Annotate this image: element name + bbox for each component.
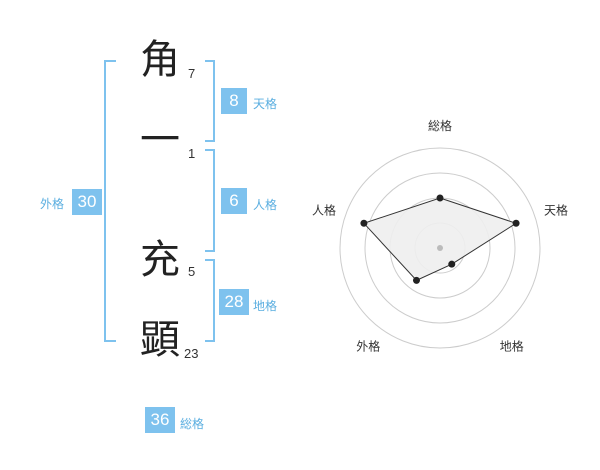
chikaku-label: 地格 [253,299,278,313]
stroke-count-4: 23 [184,346,199,361]
jinkaku-bracket [205,149,215,252]
jinkaku-label: 人格 [253,198,278,212]
jinkaku-value: 6 [221,188,247,214]
tenkaku-bracket [205,60,215,142]
radar-ring-4 [339,147,541,349]
radar-axis-label-2: 天格 [544,202,568,217]
gaikaku-label: 外格 [40,197,65,211]
radar-axis-label-4: 外格 [356,339,380,354]
radar-point-2 [512,219,520,227]
soukaku-label: 総格 [180,417,205,431]
chikaku-value: 28 [219,289,249,315]
name-char-2: 一 [140,117,180,163]
stroke-count-3: 5 [188,264,196,279]
radar-axis-label-5: 人格 [312,202,336,217]
name-char-3: 充 [140,237,180,283]
radar-ring-3 [364,172,516,324]
radar-point-3 [448,260,456,268]
radar-point-4 [412,276,420,284]
stroke-count-2: 1 [188,146,196,161]
radar-axis-label-1: 総格 [428,118,452,133]
radar-point-5 [360,219,368,227]
gaikaku-value: 30 [72,189,102,215]
radar-series-polygon [363,197,518,281]
radar-point-1 [436,194,444,202]
tenkaku-label: 天格 [253,97,278,111]
soukaku-value: 36 [145,407,175,433]
chikaku-bracket [205,259,215,342]
radar-center-dot [437,245,443,251]
name-char-4: 顕 [140,317,180,363]
gaikaku-bracket [104,60,116,342]
name-char-1: 角 [140,37,180,83]
tenkaku-value: 8 [221,88,247,114]
radar-axis-label-3: 地格 [500,339,524,354]
stroke-count-1: 7 [188,66,196,81]
